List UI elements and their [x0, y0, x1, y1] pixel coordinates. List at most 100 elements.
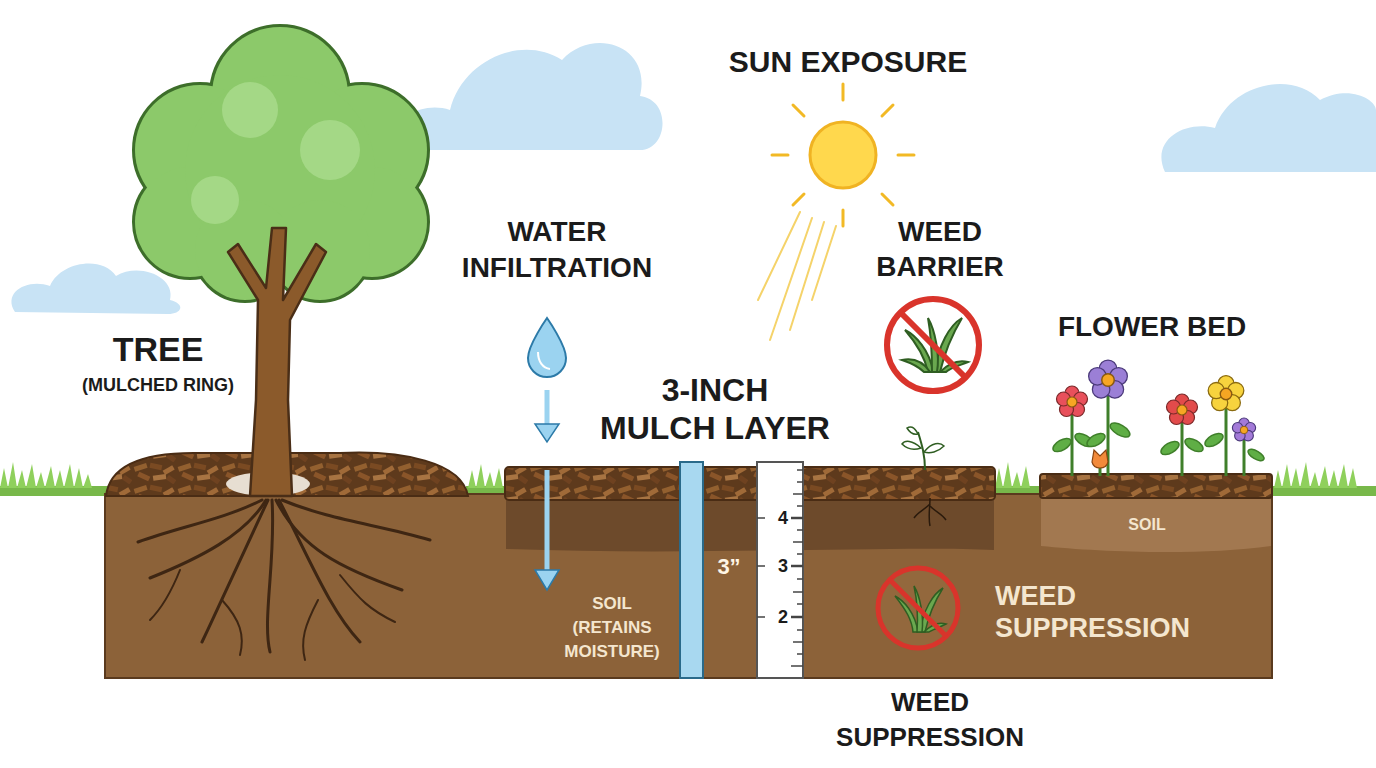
- flower-bed-soil: [1041, 496, 1271, 552]
- label-box: 2: [778, 606, 788, 628]
- sun-ray: [793, 105, 804, 116]
- weed-suppression-label: WEED SUPPRESSION: [995, 581, 1190, 643]
- sun-beam: [812, 226, 836, 300]
- ruler-tick: [797, 505, 803, 507]
- mulch-layer: [505, 467, 995, 500]
- sun-disc: [810, 122, 876, 188]
- root: [267, 500, 272, 652]
- label-box: FLOWER BED: [1058, 310, 1246, 344]
- tulip-head: [1092, 450, 1108, 468]
- soil-band: [506, 498, 994, 551]
- prohibition-circle: [878, 568, 958, 648]
- label-box: 3”: [717, 554, 740, 580]
- sun-ray: [772, 154, 788, 157]
- flower-leaf: [1085, 431, 1107, 450]
- ruler-tick: [797, 629, 803, 631]
- water-drop: [528, 318, 566, 377]
- root: [138, 500, 262, 542]
- label-box: SOIL (RETAINS MOISTURE): [557, 592, 667, 664]
- ruler-tick: [757, 517, 765, 519]
- ruler-number: 3: [778, 556, 788, 576]
- cloud: [1161, 84, 1376, 172]
- label-box: WEED BARRIER: [860, 214, 1020, 284]
- label-box: SUN EXPOSURE: [729, 44, 967, 80]
- flower-leaf: [1051, 436, 1073, 455]
- sun-ray: [842, 210, 845, 226]
- moisture-gauge: [680, 462, 703, 678]
- root: [340, 575, 395, 622]
- sunlight-beams: [758, 212, 836, 340]
- wrap-spacer: [590, 371, 630, 409]
- root: [150, 570, 180, 620]
- seedling-root: [914, 504, 930, 518]
- grass-blades: [995, 462, 1030, 488]
- canopy-highlight: [191, 176, 239, 224]
- flower-leaf: [1108, 420, 1132, 440]
- flower-leaf: [1159, 439, 1181, 458]
- ruler-tick: [797, 553, 803, 555]
- cloud: [12, 264, 181, 314]
- flower-head: [1232, 418, 1255, 441]
- label-box: 3: [778, 555, 788, 577]
- weed-barrier-label: WEED BARRIER: [876, 216, 1004, 282]
- prohibition-slash: [890, 580, 946, 636]
- ruler-number: 4: [778, 508, 788, 528]
- ruler-tick: [791, 565, 803, 568]
- ruler-tick: [757, 616, 765, 618]
- ruler-tick: [797, 603, 803, 605]
- root: [222, 600, 242, 655]
- seedling-leaf: [907, 427, 918, 434]
- grass-blades: [468, 464, 503, 488]
- seedling-root: [930, 506, 946, 520]
- flower-head: [1089, 360, 1128, 398]
- ruler-tick: [791, 517, 803, 520]
- weed-barrier-icon: [887, 299, 979, 391]
- wrap-spacer: [800, 371, 840, 409]
- seedling-leaf: [902, 441, 921, 449]
- canopy-highlight: [300, 120, 360, 180]
- label-box: 4: [778, 507, 788, 529]
- flower-leaf: [1183, 436, 1205, 455]
- label-box: SOIL: [1128, 515, 1165, 535]
- weed-suppression-icon: [878, 568, 958, 648]
- ruler-tick: [793, 591, 803, 593]
- ruler-tick: [797, 578, 803, 580]
- ruler-tick: [757, 565, 765, 567]
- grass-blades: [0, 462, 92, 488]
- sun-symbol: [758, 84, 914, 340]
- prohibition-slash: [901, 313, 965, 377]
- weed-suppression-caption: WEED SUPPRESSION: [836, 687, 1024, 752]
- ruler-tick: [791, 616, 803, 619]
- prohibition-circle: [887, 299, 979, 391]
- ruler-tick: [797, 529, 803, 531]
- ruler-ticks: [757, 470, 803, 666]
- tree-trunk: [228, 228, 326, 496]
- root: [303, 600, 318, 660]
- root: [202, 500, 268, 642]
- drop-highlight: [538, 352, 550, 369]
- flower-leaf: [1246, 447, 1266, 463]
- tree-label: TREE: [113, 330, 204, 368]
- flower-bed-soil-label: SOIL: [1128, 516, 1165, 533]
- depth-dimension: 3”: [717, 554, 740, 579]
- soil-moisture-label: SOIL (RETAINS MOISTURE): [564, 594, 659, 661]
- ruler-tick: [793, 641, 803, 643]
- flower-leaf: [1203, 431, 1225, 450]
- label-box: TREE: [113, 329, 204, 369]
- seedling-roots: [914, 498, 946, 526]
- ruler-tick: [797, 481, 803, 483]
- water-arrow: [545, 470, 550, 572]
- label-box: WEED SUPPRESSION: [823, 685, 1038, 755]
- flower-head: [1208, 376, 1244, 411]
- water-arrow-head: [535, 570, 559, 590]
- flower-head: [1057, 386, 1088, 417]
- cloud: [397, 43, 662, 150]
- water-infiltration-label: WATER INFILTRATION: [462, 216, 652, 283]
- depth-ruler: [757, 462, 803, 678]
- ruler-body: [757, 462, 803, 678]
- water-arrow-head: [535, 424, 559, 442]
- seedling-root: [928, 498, 930, 526]
- canopy-highlight: [222, 82, 278, 138]
